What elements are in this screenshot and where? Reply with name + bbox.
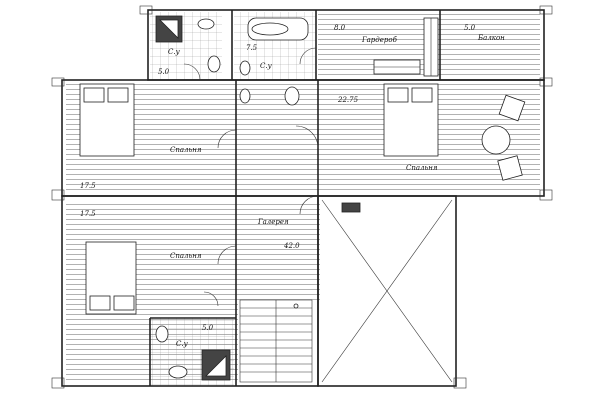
walls (61, 9, 545, 387)
bedroom-top-left-area: 17.5 (80, 182, 96, 190)
bed-top-left (79, 83, 135, 157)
bed-right (383, 83, 439, 157)
gallery-name: Галерея (257, 218, 289, 226)
bed-bottom-left (85, 241, 137, 315)
su-bottom-name: С.у (176, 340, 189, 348)
balcony-name: Балкон (477, 34, 505, 42)
su-bottom-area: 5.0 (202, 324, 214, 332)
bedroom-bottom-left-name: Спальня (170, 252, 202, 260)
bedroom-top-left-name: Спальня (170, 146, 202, 154)
stair-void (321, 199, 453, 383)
su-top-left-area: 5.0 (158, 68, 170, 76)
wardrobe-area: 8.0 (334, 24, 346, 32)
su-top-mid-area: 7.5 (246, 44, 258, 52)
floor-hatching (66, 12, 540, 386)
doors (183, 47, 319, 307)
gallery-area: 42.0 (283, 242, 300, 250)
balcony-area: 5.0 (464, 24, 476, 32)
su-top-left-name: С.у (168, 48, 181, 56)
table-with-chairs (481, 94, 526, 181)
bedroom-right-area: 22.75 (337, 96, 359, 104)
bedroom-right-name: Спальня (406, 164, 438, 172)
bedroom-bottom-left-area: 17.5 (80, 210, 96, 218)
log-ends (51, 5, 553, 389)
wardrobe-name: Гардероб (361, 36, 398, 44)
staircase (239, 299, 313, 383)
su-top-mid-name: С.у (260, 62, 273, 70)
bathroom-fixtures (155, 15, 309, 381)
wardrobe-shelves (373, 17, 439, 77)
